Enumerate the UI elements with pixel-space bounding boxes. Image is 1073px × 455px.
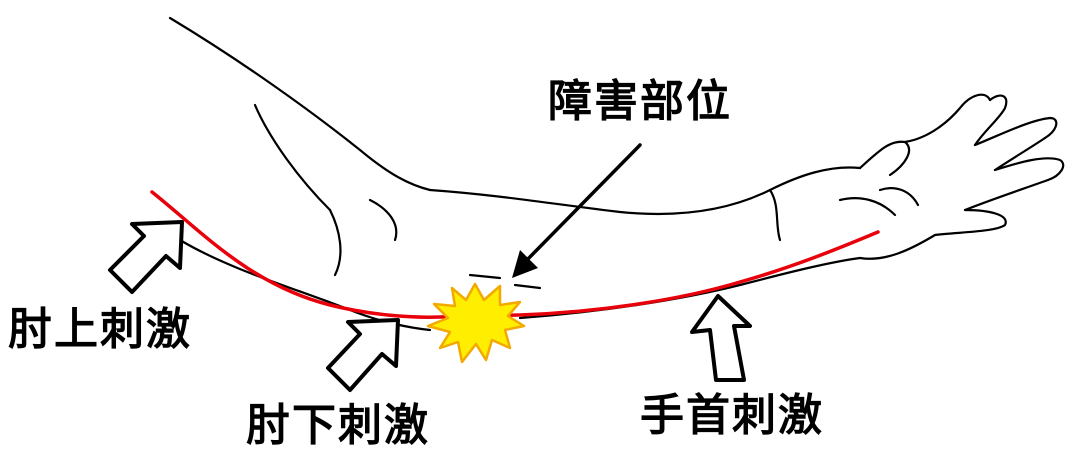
label-wrist-stimulus: 手首刺激 bbox=[640, 390, 824, 441]
label-above-elbow-stimulus: 肘上刺激 bbox=[8, 304, 192, 355]
nerve-line bbox=[150, 190, 880, 319]
label-below-elbow-stimulus: 肘下刺激 bbox=[246, 400, 430, 451]
lesion-burst-icon bbox=[426, 282, 526, 364]
arm-outline bbox=[168, 16, 1065, 332]
label-lesion-site: 障害部位 bbox=[548, 76, 732, 127]
pointer-arrow-icon bbox=[512, 143, 642, 278]
stimulus-arrow-icon bbox=[108, 220, 752, 392]
